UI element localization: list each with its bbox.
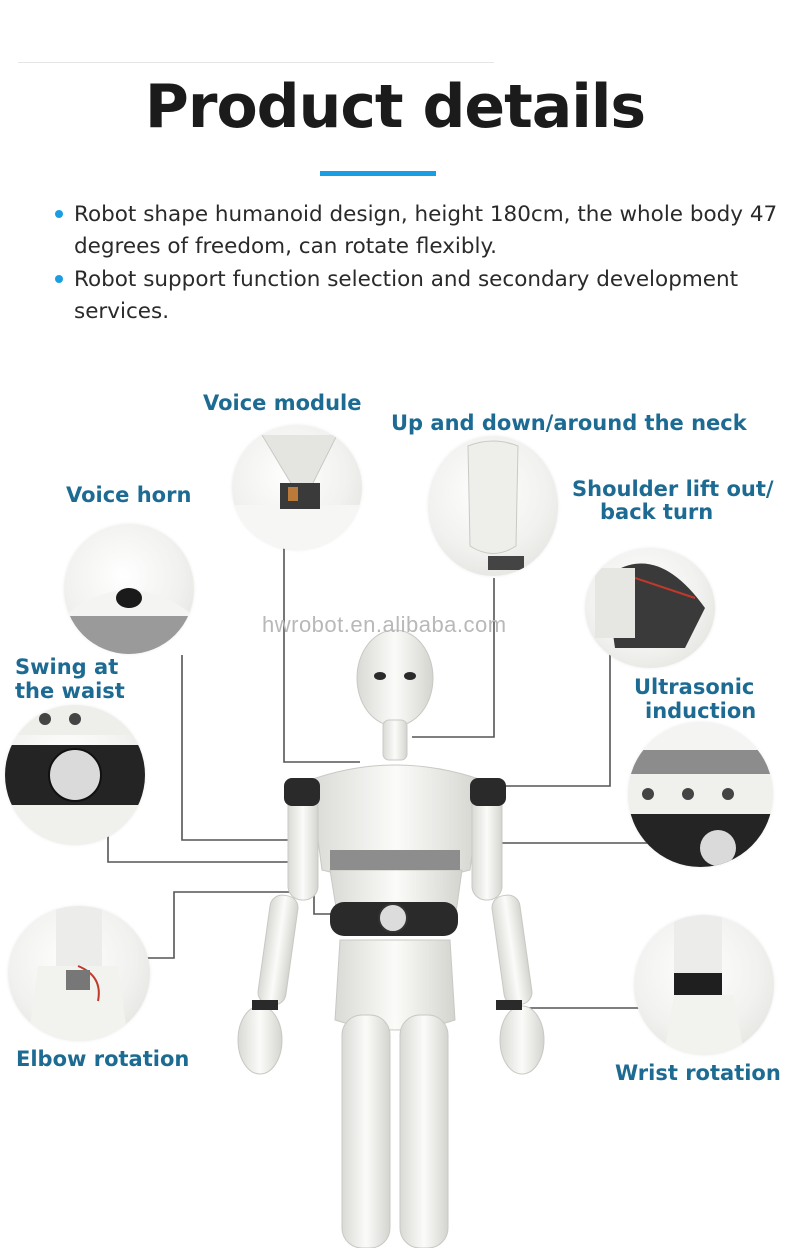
label-ultrasonic-line2: induction bbox=[645, 699, 757, 723]
ultrasonic-photo bbox=[628, 722, 773, 867]
voice-horn-photo bbox=[64, 524, 194, 654]
shoulder-photo bbox=[585, 548, 715, 668]
label-neck: Up and down/around the neck bbox=[391, 411, 747, 435]
feature-text: Robot support function selection and sec… bbox=[74, 267, 739, 324]
label-voice-module: Voice module bbox=[203, 391, 362, 415]
watermark-text: hwrobot.en.alibaba.com bbox=[262, 612, 507, 637]
page-title: Product details bbox=[144, 72, 646, 142]
neck-photo bbox=[428, 436, 558, 576]
label-waist-line1: Swing at bbox=[15, 655, 119, 679]
feature-item: Robot support function selection and sec… bbox=[52, 264, 782, 328]
bullet-dot-icon bbox=[55, 210, 63, 218]
humanoid-robot-figure bbox=[237, 629, 545, 1248]
top-divider bbox=[18, 62, 494, 63]
waist-swing-photo bbox=[5, 705, 145, 845]
title-underline bbox=[320, 171, 436, 176]
label-waist-line2: the waist bbox=[15, 679, 125, 703]
voice-module-photo bbox=[232, 425, 362, 550]
feature-list: Robot shape humanoid design, height 180c… bbox=[52, 199, 782, 329]
feature-text: Robot shape humanoid design, height 180c… bbox=[74, 202, 778, 259]
wrist-rotation-photo bbox=[634, 915, 774, 1055]
label-shoulder-line2: back turn bbox=[600, 500, 714, 524]
label-shoulder-line1: Shoulder lift out/ bbox=[572, 477, 774, 501]
label-ultrasonic-line1: Ultrasonic bbox=[634, 675, 755, 699]
label-wrist: Wrist rotation bbox=[615, 1061, 781, 1085]
label-elbow: Elbow rotation bbox=[16, 1047, 190, 1071]
bullet-dot-icon bbox=[55, 275, 63, 283]
feature-item: Robot shape humanoid design, height 180c… bbox=[52, 199, 782, 263]
elbow-rotation-photo bbox=[8, 906, 150, 1041]
label-voice-horn: Voice horn bbox=[66, 483, 192, 507]
